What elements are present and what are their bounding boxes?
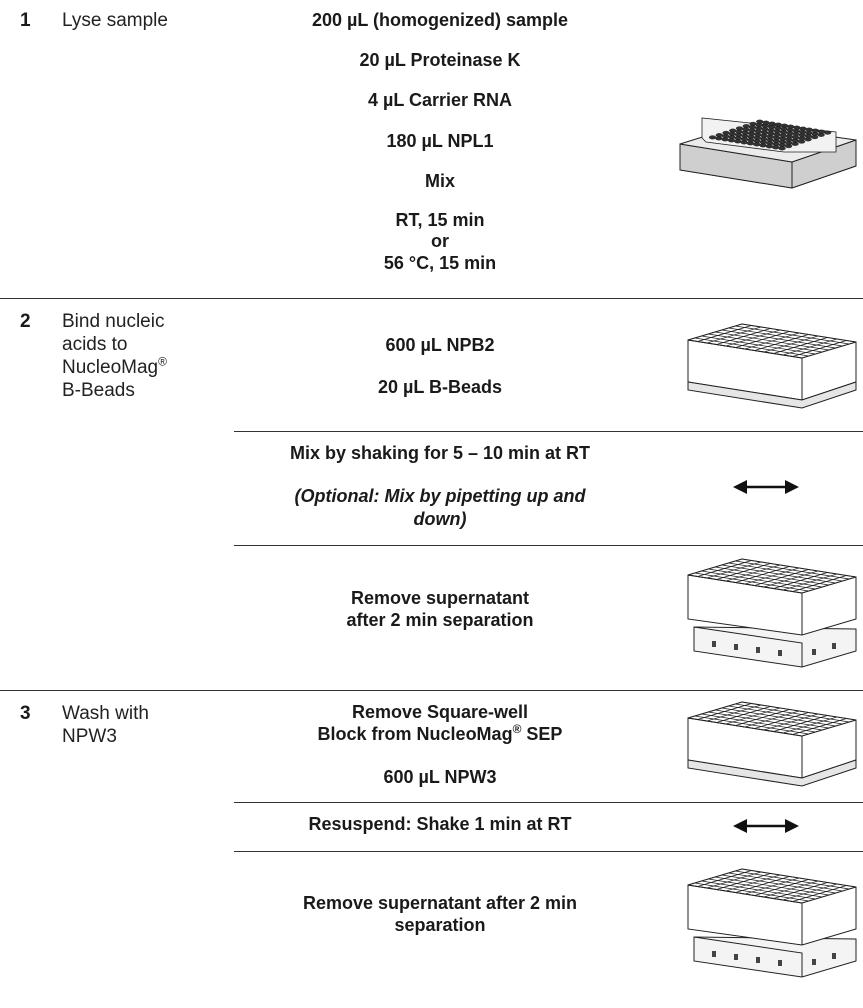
tube-cap — [768, 121, 776, 126]
tube-cap — [824, 130, 832, 135]
tube-caps — [708, 119, 832, 151]
tube-cap — [729, 128, 737, 133]
square-well-block-icon — [687, 323, 857, 409]
tube-cap — [735, 126, 744, 131]
well-grid — [687, 558, 857, 594]
step-1-line-8: 56 °C, 15 min — [383, 253, 497, 273]
step-2-title-line-3: NucleoMag® — [62, 354, 167, 378]
step-3a-line-3: 600 µL NPW3 — [383, 767, 497, 787]
tube-cap — [767, 124, 776, 129]
tube-cap — [748, 125, 757, 130]
tube-cap — [761, 123, 769, 128]
step-3c-line-2: separation — [394, 915, 486, 935]
tube-cap — [774, 122, 782, 127]
square-well-block-icon — [687, 701, 857, 787]
magnetic-separator-icon — [687, 558, 857, 668]
step-2-title-line-1: Bind nucleic — [62, 311, 165, 332]
step-3-title-line-2: NPW3 — [62, 726, 117, 747]
shake-arrow-icon — [733, 480, 799, 494]
tube-cap — [762, 120, 770, 125]
tube-cap — [742, 124, 750, 129]
divider-step-2a — [234, 431, 863, 432]
step-2c-line-2: after 2 min separation — [346, 610, 534, 630]
step-2-title: Bind nucleic acids to NucleoMag® B-Beads — [62, 310, 167, 402]
step-1-line-2: 20 µL Proteinase K — [359, 50, 521, 70]
tube-cap — [786, 124, 795, 129]
tube-cap — [817, 129, 826, 134]
tube-cap — [708, 135, 717, 140]
tube-cap — [715, 133, 723, 138]
tube-cap — [742, 127, 750, 132]
step-2-title-line-4: B-Beads — [62, 380, 135, 401]
tube-cap — [749, 121, 757, 126]
well-grid — [687, 868, 857, 904]
step-2b-line-1: Mix by shaking for 5 – 10 min at RT — [289, 443, 591, 463]
registered-mark: ® — [158, 354, 167, 369]
step-1-line-3: 4 µL Carrier RNA — [367, 90, 513, 110]
step-3a-line-2: Block from NucleoMag® SEP — [317, 722, 563, 744]
step-2-number: 2 — [20, 311, 31, 332]
step-1-number: 1 — [20, 10, 31, 31]
tube-cap — [811, 128, 819, 133]
tube-cap — [755, 126, 763, 131]
tube-cap — [805, 127, 813, 132]
divider-step-3b — [234, 851, 863, 852]
shake-arrow-icon — [733, 819, 799, 833]
step-2c-line-1: Remove supernatant — [350, 588, 530, 608]
step-2-title-line-2: acids to — [62, 334, 128, 355]
tube-cap — [755, 122, 763, 127]
step-1-line-1: 200 µL (homogenized) sample — [311, 10, 569, 30]
divider-step-2b — [234, 545, 863, 546]
step-3-number: 3 — [20, 703, 31, 724]
tube-rack-icon — [679, 117, 857, 189]
step-1-line-7: or — [431, 231, 449, 251]
divider-step-3a — [234, 802, 863, 803]
step-3-title: Wash with NPW3 — [62, 702, 149, 748]
step-1-title: Lyse sample — [62, 10, 168, 31]
step-1-line-5: Mix — [424, 171, 455, 191]
divider-step-1 — [0, 298, 863, 299]
step-2a-line-1: 600 µL NPB2 — [385, 335, 495, 355]
magnetic-separator-icon — [687, 868, 857, 978]
well-grid — [687, 323, 857, 359]
divider-step-2 — [0, 690, 863, 691]
tube-cap — [756, 119, 764, 124]
step-1-line-6: RT, 15 min — [395, 210, 485, 230]
tube-cap — [793, 125, 801, 130]
step-3-title-line-1: Wash with — [62, 703, 149, 724]
step-2b-italic-line-1: (Optional: Mix by pipetting up and — [294, 486, 586, 506]
step-1-line-4: 180 µL NPL1 — [386, 131, 494, 151]
well-grid — [687, 701, 857, 737]
step-3b-line-1: Resuspend: Shake 1 min at RT — [308, 814, 572, 834]
registered-mark: ® — [512, 722, 522, 736]
step-2a-line-2: 20 µL B-Beads — [377, 377, 503, 397]
step-3c-line-1: Remove supernatant after 2 min — [302, 893, 578, 913]
tube-cap — [780, 123, 789, 128]
tube-cap — [799, 126, 807, 131]
step-3a-line-1: Remove Square-well — [351, 702, 529, 722]
step-2b-italic-line-2: down) — [413, 509, 467, 529]
tube-cap — [722, 130, 730, 135]
